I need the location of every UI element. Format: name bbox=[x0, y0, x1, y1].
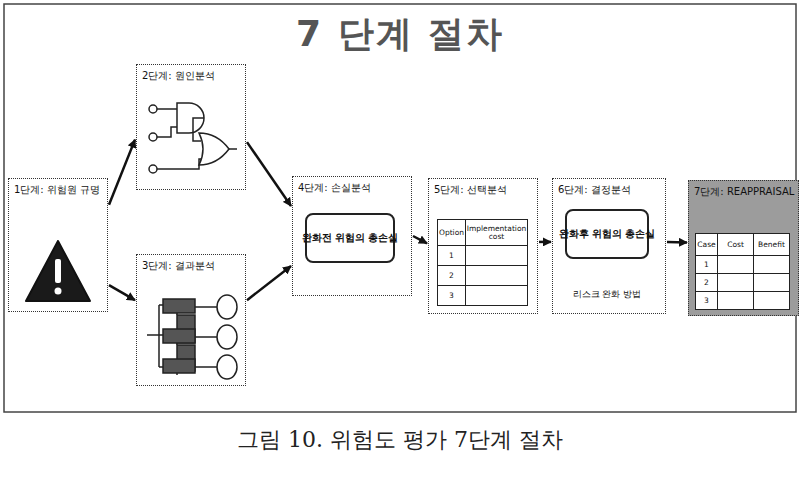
table-cell: 2 bbox=[695, 273, 718, 292]
table-cell: Implementation cost bbox=[465, 219, 528, 246]
table-text: Case bbox=[697, 241, 715, 249]
step-box: 7단계: REAPPRAISAL Case Cost Benefit 1 2 3 bbox=[688, 180, 799, 316]
node-text: 완화전 위험의 총손실 bbox=[297, 229, 404, 248]
node-text: 5단계: 선택분석 bbox=[429, 179, 537, 196]
table-cell: Option bbox=[437, 219, 466, 246]
exclamation-bar bbox=[55, 259, 61, 283]
gate-wiring bbox=[149, 103, 237, 173]
step-box: 1단계: 위험원 규명 bbox=[8, 178, 108, 312]
flow-arrow bbox=[109, 285, 135, 300]
process-box: 완화전 위험의 총손실 bbox=[305, 213, 395, 263]
fault-tree-gates bbox=[137, 65, 245, 189]
node-text: 7단계: REAPPRAISAL bbox=[689, 181, 798, 198]
table-cell bbox=[753, 255, 790, 274]
table-cell bbox=[753, 273, 790, 292]
table-text: 1 bbox=[449, 252, 454, 260]
step-box: 3단계: 결과분석 bbox=[136, 254, 246, 386]
text-holder: 완화후 위험의 총손실 bbox=[554, 225, 661, 244]
table-cell bbox=[717, 291, 754, 310]
step-box: 4단계: 손실분석완화전 위험의 총손실 bbox=[292, 176, 412, 296]
step-box: 2단계: 원인분석 bbox=[136, 64, 246, 190]
step-box: 5단계: 선택분석 OptionImplementation cost 1 2 3 bbox=[428, 178, 538, 314]
exclamation-dot bbox=[55, 288, 62, 295]
node-text: 1단계: 위험원 규명 bbox=[9, 179, 107, 196]
outer-frame bbox=[4, 4, 796, 412]
table-text: 1 bbox=[704, 261, 709, 269]
event-tree bbox=[137, 255, 245, 385]
table-cell: Cost bbox=[717, 233, 754, 256]
node-text: 3단계: 결과분석 bbox=[137, 255, 245, 272]
input-label: 리스크 완화 방법 bbox=[561, 277, 653, 307]
table-cell: Benefit bbox=[753, 233, 790, 256]
node-text: 4단계: 손실분석 bbox=[293, 177, 411, 194]
node-text: 2단계: 원인분석 bbox=[137, 65, 245, 82]
table-cell bbox=[753, 291, 790, 310]
flow-arrow bbox=[539, 241, 551, 244]
step-box: 6단계: 결정분석완화후 위험의 총손실리스크 완화 방법 bbox=[552, 178, 666, 314]
table-cell: 1 bbox=[695, 255, 718, 274]
event-branches bbox=[147, 295, 237, 379]
diagram-title: 7 단계 절차 bbox=[0, 10, 800, 59]
flow-arrow bbox=[247, 142, 291, 206]
flow-arrow bbox=[667, 241, 687, 244]
text-holder: 리스크 완화 방법 bbox=[568, 284, 647, 300]
table-text: Implementation cost bbox=[466, 225, 527, 241]
table-cell: 2 bbox=[437, 265, 466, 286]
table-text: 3 bbox=[704, 297, 709, 305]
table-cell: 3 bbox=[695, 291, 718, 310]
table-cell: 3 bbox=[437, 285, 466, 306]
table-cell bbox=[717, 273, 754, 292]
table-text: Cost bbox=[727, 241, 744, 249]
table-cell bbox=[465, 285, 528, 306]
warning-icon bbox=[9, 179, 107, 311]
warning-triangle bbox=[26, 241, 90, 301]
table-text: 2 bbox=[449, 272, 454, 280]
text-holder: 완화전 위험의 총손실 bbox=[297, 229, 404, 248]
table-text: Benefit bbox=[758, 241, 785, 249]
node-text: 리스크 완화 방법 bbox=[568, 284, 647, 300]
figure-caption: 그림 10. 위험도 평가 7단계 절차 bbox=[0, 425, 800, 455]
flow-arrow bbox=[413, 236, 427, 243]
flow-arrow bbox=[247, 266, 291, 300]
flow-arrow bbox=[109, 140, 135, 205]
node-text: 완화후 위험의 총손실 bbox=[554, 225, 661, 244]
table-cell bbox=[465, 245, 528, 266]
node-text: 6단계: 결정분석 bbox=[553, 179, 665, 196]
table-cell bbox=[717, 255, 754, 274]
table-cell bbox=[465, 265, 528, 286]
table-text: Option bbox=[439, 229, 464, 237]
table-cell: 1 bbox=[437, 245, 466, 266]
table-text: 2 bbox=[704, 279, 709, 287]
table-text: 3 bbox=[449, 292, 454, 300]
table-cell: Case bbox=[695, 233, 718, 256]
process-box: 완화후 위험의 총손실 bbox=[565, 209, 649, 259]
